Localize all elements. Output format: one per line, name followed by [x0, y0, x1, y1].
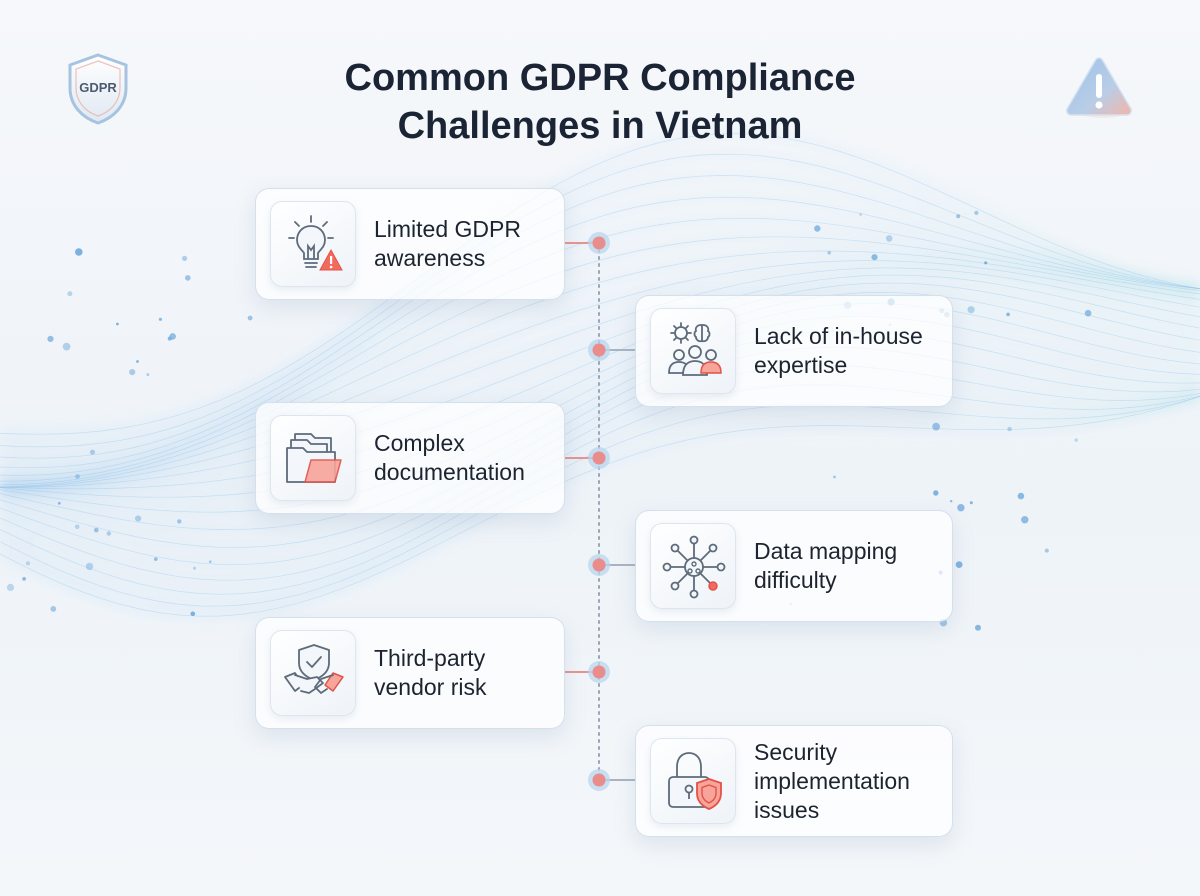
- challenge-card: Security implementation issues: [635, 725, 953, 837]
- timeline-node: [592, 451, 606, 465]
- challenge-label-line: issues: [754, 796, 820, 823]
- icon-box: [650, 738, 736, 824]
- challenge-label-line: difficulty: [754, 567, 837, 593]
- challenge-label-line: vendor risk: [374, 674, 487, 700]
- challenge-label: Complex documentation: [374, 403, 554, 513]
- challenge-label-line: Limited GDPR: [374, 216, 521, 242]
- challenge-label-line: Complex: [374, 430, 465, 456]
- particles: [6, 210, 1092, 631]
- timeline-node: [592, 773, 606, 787]
- icon-box: [650, 523, 736, 609]
- badge-text: GDPR: [79, 80, 117, 95]
- challenge-label-line: Third-party: [374, 645, 486, 671]
- challenge-label: Third-party vendor risk: [374, 618, 554, 728]
- lightbulb-warning-icon: [288, 215, 343, 271]
- challenge-card: Lack of in-house expertise: [635, 295, 953, 407]
- timeline-node: [592, 665, 606, 679]
- challenge-label-line: awareness: [374, 245, 486, 271]
- challenge-label-line: documentation: [374, 459, 525, 485]
- challenge-label-line: Lack of in-house: [754, 323, 923, 349]
- challenge-card: Third-party vendor risk: [255, 617, 565, 729]
- handshake-shield-icon: [284, 644, 344, 695]
- padlock-shield-icon: [668, 752, 722, 810]
- folder-files-icon: [286, 433, 342, 483]
- timeline-node: [592, 236, 606, 250]
- challenge-card: Data mapping difficulty: [635, 510, 953, 622]
- challenge-label-line: expertise: [754, 352, 848, 378]
- gear-brain-team-icon: [668, 322, 722, 376]
- network-hub-icon: [662, 535, 726, 599]
- challenge-card: Limited GDPR awareness: [255, 188, 565, 300]
- challenge-label-line: Security: [754, 738, 838, 765]
- title-line-2: Challenges in Vietnam: [397, 105, 803, 147]
- challenge-label: Security implementation issues: [754, 726, 942, 836]
- timeline-node: [592, 558, 606, 572]
- icon-box: [270, 415, 356, 501]
- challenge-label-line: Data mapping: [754, 538, 898, 564]
- challenge-label: Data mapping difficulty: [754, 511, 942, 621]
- challenge-label: Lack of in-house expertise: [754, 296, 942, 406]
- page-title: Common GDPR Compliance Challenges in Vie…: [0, 54, 1200, 150]
- challenge-label-line: implementation: [754, 767, 910, 794]
- icon-box: [270, 630, 356, 716]
- title-line-1: Common GDPR Compliance: [344, 57, 856, 99]
- icon-box: [650, 308, 736, 394]
- icon-box: [270, 201, 356, 287]
- challenge-label: Limited GDPR awareness: [374, 189, 554, 299]
- warning-triangle-icon: [1066, 57, 1132, 118]
- gdpr-shield-icon: GDPR: [68, 53, 128, 125]
- challenge-card: Complex documentation: [255, 402, 565, 514]
- timeline-node: [592, 343, 606, 357]
